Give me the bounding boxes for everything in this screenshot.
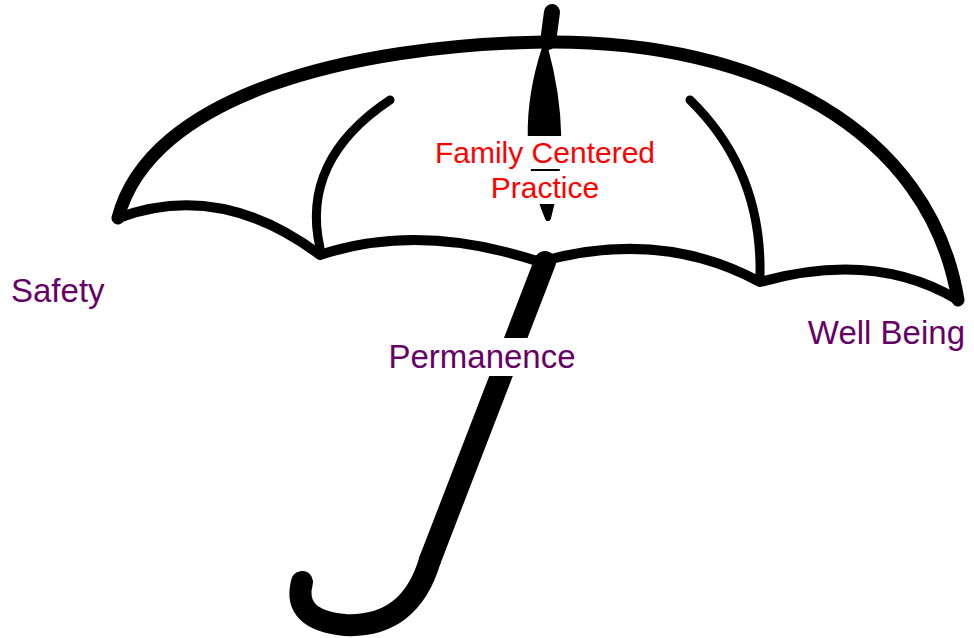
outcome-label: Safety — [8, 272, 108, 310]
center-label: Family Centered Practice — [417, 136, 673, 205]
outcome-label: Well Being — [805, 314, 968, 352]
umbrella-rib — [690, 100, 760, 275]
label-text: Family Centered Practice — [435, 136, 655, 204]
umbrella-shaft — [430, 262, 545, 560]
umbrella-handle — [300, 560, 430, 625]
outcome-label: Permanence — [385, 338, 578, 376]
umbrella-rib — [316, 100, 390, 248]
